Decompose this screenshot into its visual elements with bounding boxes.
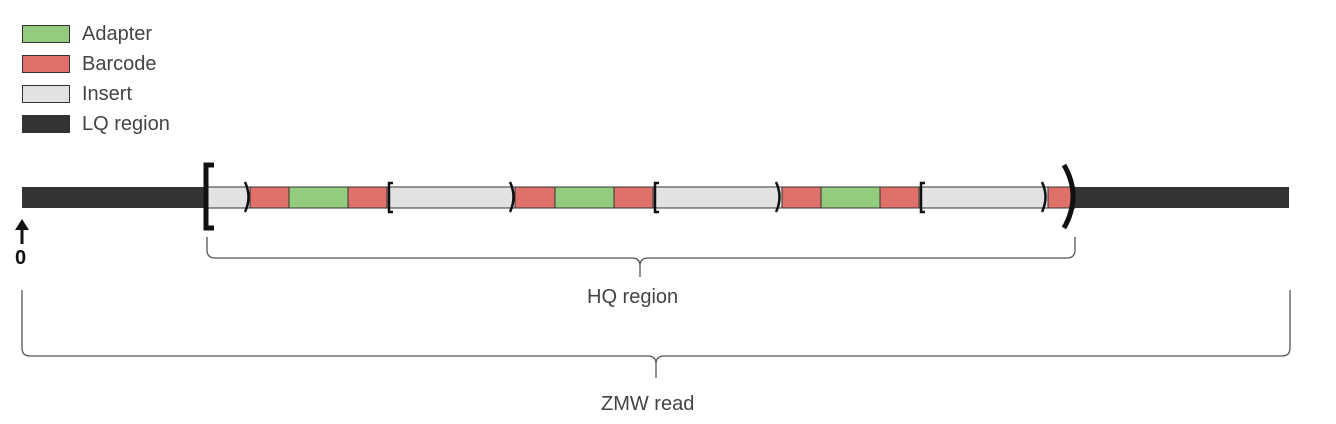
zmw-read-label: ZMW read: [601, 393, 695, 415]
legend-label-lq: LQ region: [82, 113, 170, 135]
insert-end-paren: [1040, 181, 1047, 213]
insert-segment: [918, 186, 1049, 209]
hq-region-brace: [206, 237, 1076, 277]
read-start-arrow-head: [15, 219, 29, 230]
barcode-segment: [347, 186, 388, 209]
lq-region-left: [22, 187, 206, 208]
insert-segment: [205, 186, 251, 209]
legend-swatch-insert: [22, 85, 70, 103]
insert-segment: [386, 186, 516, 209]
legend-label-adapter: Adapter: [82, 23, 153, 45]
lq-region-right: [1075, 187, 1289, 208]
legend-item-barcode: Barcode: [22, 54, 157, 74]
adapter-segment: [288, 186, 349, 209]
hq-region-label: HQ region: [587, 286, 679, 308]
hq-end-paren: [1061, 163, 1076, 230]
barcode-segment: [613, 186, 654, 209]
legend-swatch-lq: [22, 115, 70, 133]
adapter-segment: [820, 186, 881, 209]
barcode-segment: [879, 186, 920, 209]
barcode-segment: [514, 186, 556, 209]
zmw-read-brace: [21, 290, 1291, 378]
legend-swatch-adapter: [22, 25, 70, 43]
adapter-segment: [554, 186, 615, 209]
insert-start-bracket: [387, 181, 393, 214]
legend-swatch-barcode: [22, 55, 70, 73]
legend-item-insert: Insert: [22, 84, 132, 104]
legend-label-insert: Insert: [82, 83, 133, 105]
barcode-segment: [249, 186, 290, 209]
legend-item-lq: LQ region: [22, 114, 170, 134]
insert-end-paren: [774, 181, 781, 213]
insert-end-paren: [243, 181, 250, 213]
legend-item-adapter: Adapter: [22, 24, 152, 44]
hq-start-bracket: [203, 162, 214, 231]
insert-end-paren: [508, 181, 515, 213]
read-start-label: 0: [15, 247, 27, 269]
legend-label-barcode: Barcode: [82, 53, 157, 75]
insert-segment: [652, 186, 783, 209]
insert-start-bracket: [653, 181, 659, 214]
barcode-segment: [781, 186, 822, 209]
insert-start-bracket: [919, 181, 925, 214]
